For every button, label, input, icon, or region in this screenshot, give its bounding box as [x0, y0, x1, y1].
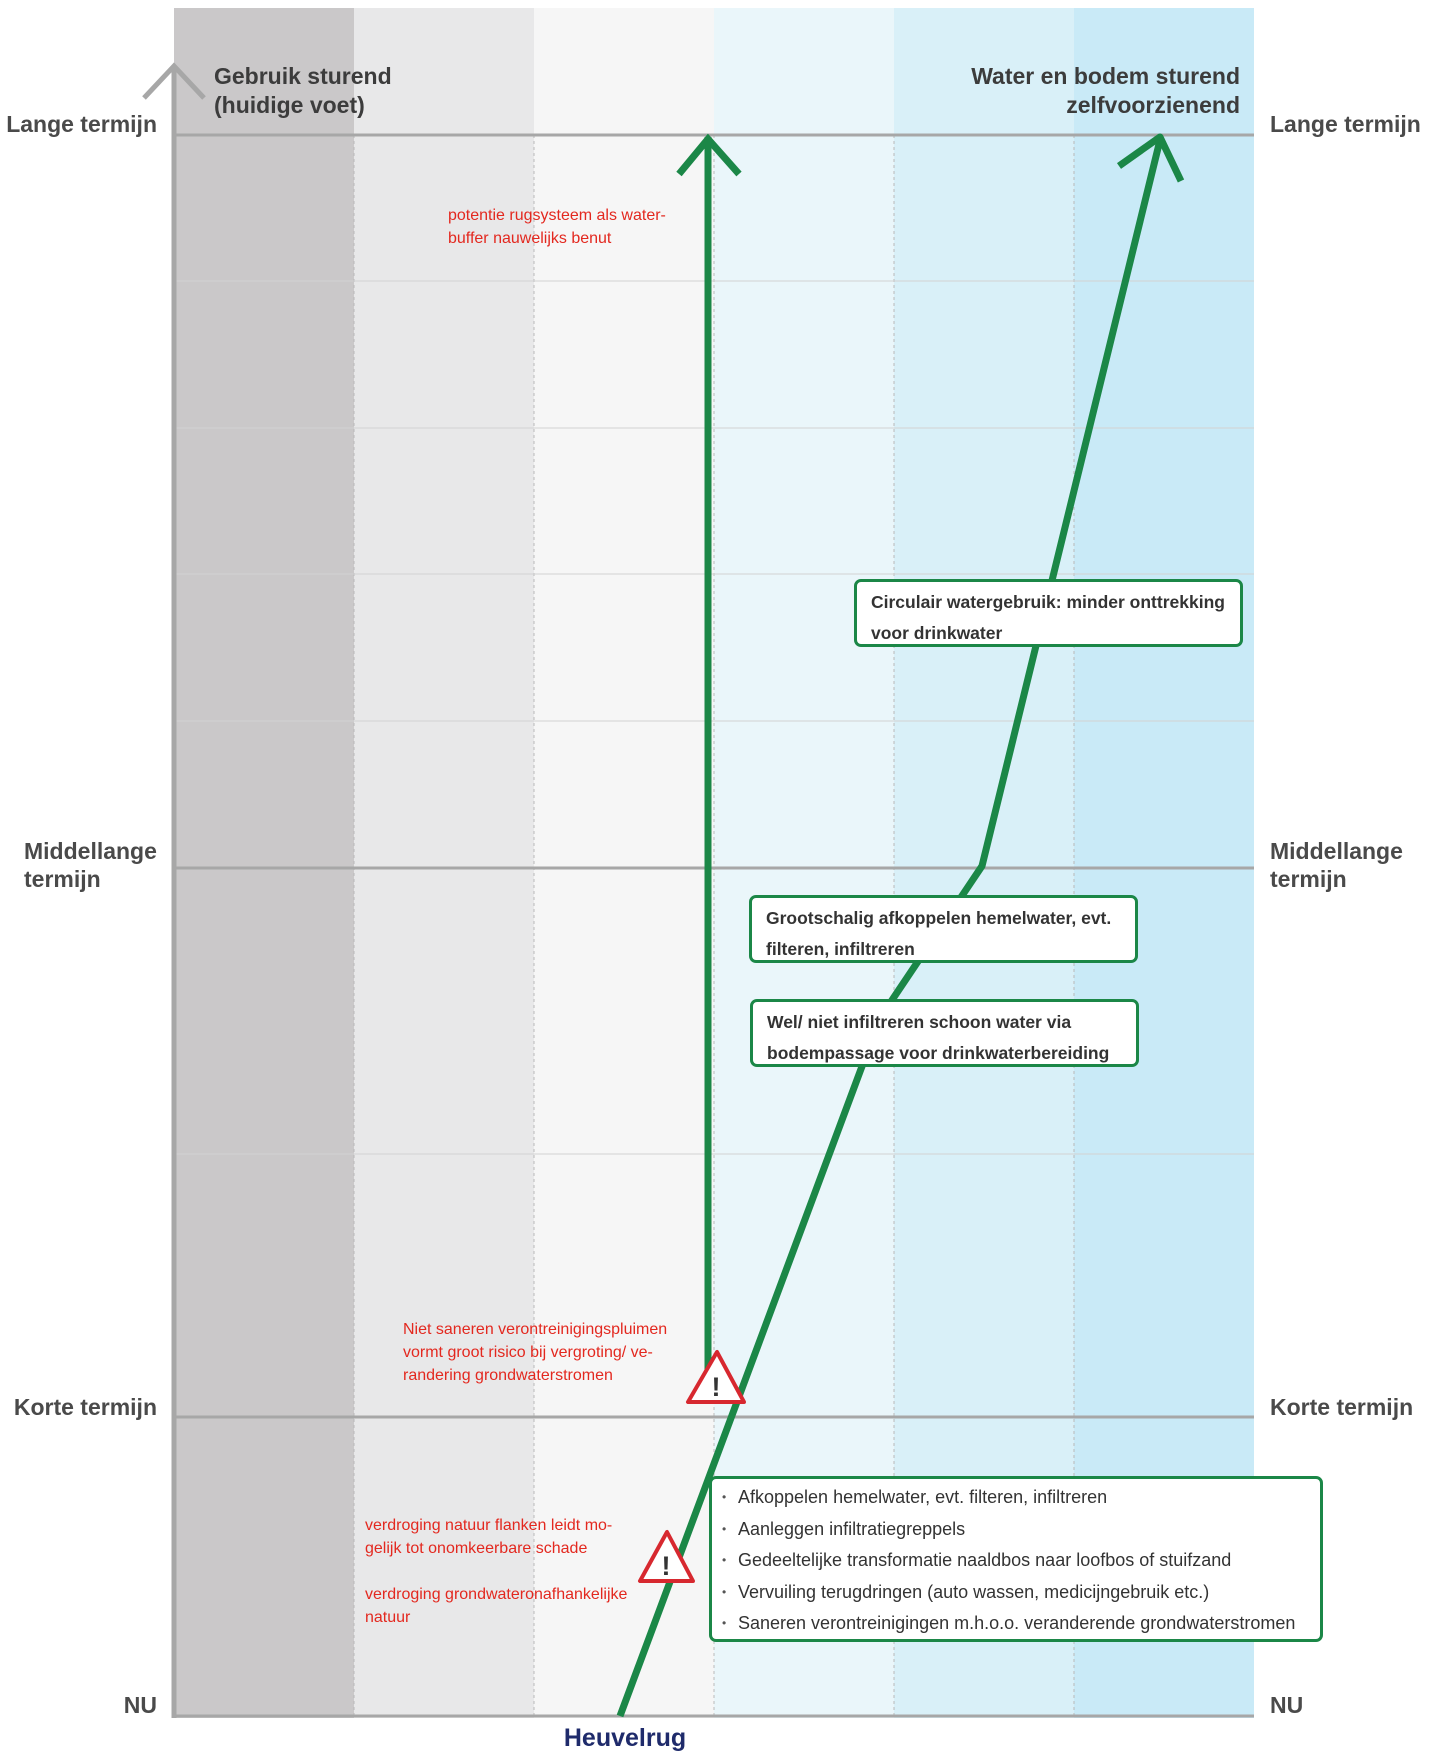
pathway-vertical-arrowhead — [676, 133, 742, 177]
list-item: Vervuiling terugdringen (auto wassen, me… — [722, 1577, 1310, 1609]
measure-list-short-term: Afkoppelen hemelwater, evt. filteren, in… — [709, 1476, 1323, 1642]
time-label-right-short: Korte termijn — [1270, 1394, 1414, 1420]
band-6 — [1074, 8, 1254, 1718]
risk-annotation-top: potentie rugsysteem als water-buffer nau… — [448, 207, 666, 247]
time-label-left-now: NU — [123, 1692, 157, 1718]
list-item: Saneren verontreinigingen m.h.o.o. veran… — [722, 1608, 1310, 1640]
measure-afkoppelen: Grootschalig afkoppelen hemelwater, evt.… — [749, 895, 1138, 963]
risk-annotation-middle: Niet saneren verontreinigingspluimen vor… — [403, 1321, 668, 1384]
time-axis — [142, 62, 206, 1718]
time-label-left-long: Lange termijn — [6, 111, 157, 137]
measure-circulair: Circulair watergebruik: minder onttrekki… — [854, 579, 1243, 647]
list-item: Gedeeltelijke transformatie naaldbos naa… — [722, 1545, 1310, 1577]
minor-gridlines — [174, 280, 1254, 1155]
risk-annotation-bottom-1: verdroging natuur flanken leidt mo-gelij… — [365, 1517, 613, 1557]
band-1 — [174, 8, 354, 1718]
risk-annotation-bottom-2: verdroging grondwateronafhankelijke natu… — [365, 1586, 628, 1626]
band-2 — [354, 8, 534, 1718]
warning-icon: ! — [638, 1530, 695, 1583]
pathway-vertical — [676, 133, 742, 1402]
band-3 — [534, 8, 714, 1718]
footer-title: Heuvelrug — [563, 1724, 687, 1752]
header-right: Water en bodem sturend zelfvoorzienend — [971, 63, 1240, 118]
time-label-left-mid: Middellange termijn — [24, 838, 157, 892]
time-label-right-long: Lange termijn — [1270, 111, 1421, 137]
warning-icon: ! — [686, 1350, 746, 1404]
list-item: Afkoppelen hemelwater, evt. filteren, in… — [722, 1482, 1310, 1514]
major-gridlines — [174, 133, 1254, 1718]
time-label-left-short: Korte termijn — [13, 1394, 157, 1420]
pathway-diagonal-arrowhead — [1116, 133, 1185, 183]
band-4 — [714, 8, 894, 1718]
header-left: Gebruik sturend (huidige voet) — [214, 63, 392, 118]
axis-arrowhead — [142, 62, 206, 100]
time-label-right-now: NU — [1270, 1692, 1304, 1718]
time-label-right-mid: Middellange termijn — [1270, 838, 1403, 892]
measure-infiltreren: Wel/ niet infiltreren schoon water via b… — [750, 999, 1139, 1067]
list-item: Aanleggen infiltratiegreppels — [722, 1514, 1310, 1546]
warning-icon-glyph: ! — [662, 1551, 671, 1581]
warning-icon-glyph: ! — [712, 1372, 721, 1402]
